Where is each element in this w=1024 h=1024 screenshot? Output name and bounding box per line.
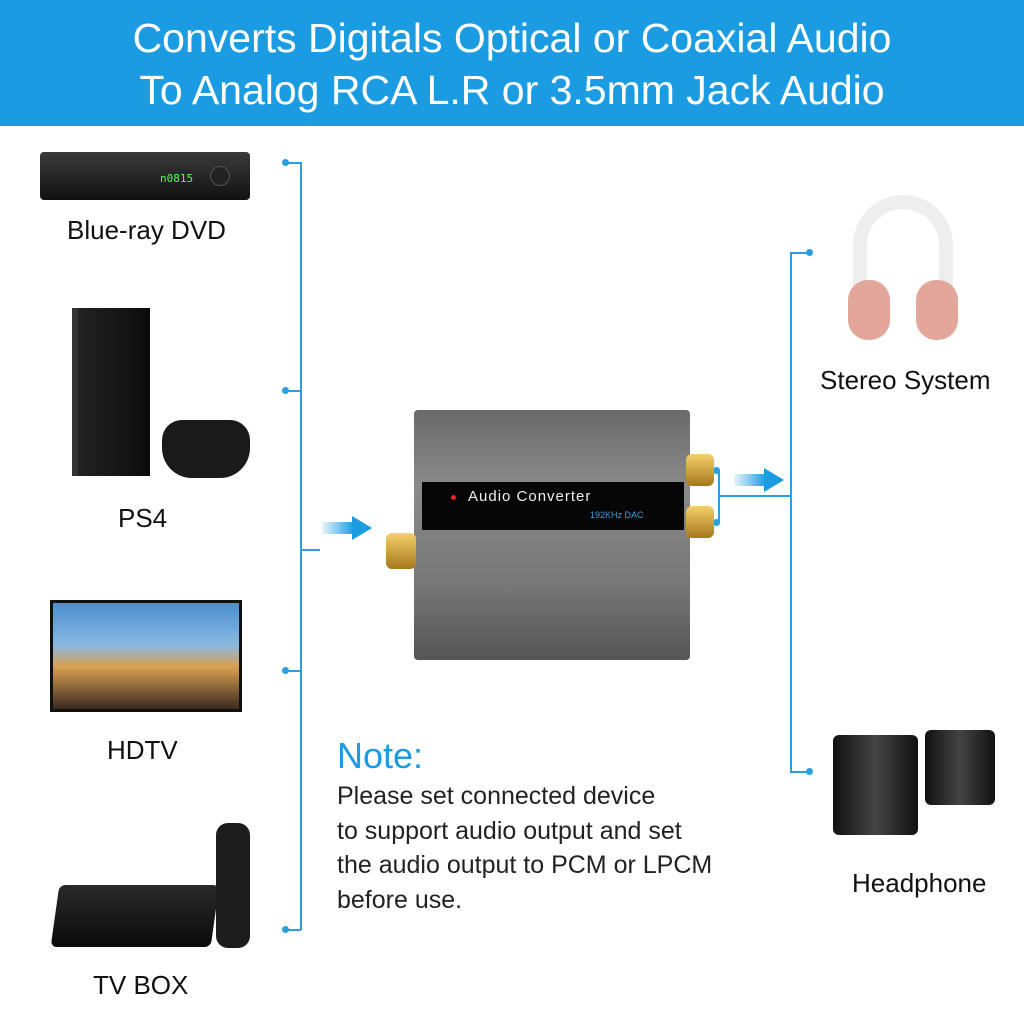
tv-box-icon bbox=[50, 885, 220, 947]
input-label-hdtv: HDTV bbox=[107, 735, 178, 765]
speakers-icon bbox=[833, 730, 1013, 840]
bluray-player-icon: n0815 bbox=[40, 152, 250, 200]
converter-title: Audio Converter bbox=[468, 488, 592, 505]
header-line-1: Converts Digitals Optical or Coaxial Aud… bbox=[132, 15, 892, 61]
output-arrow-icon bbox=[734, 468, 784, 492]
note-line: before use. bbox=[337, 885, 463, 914]
tv-icon bbox=[50, 600, 242, 712]
coaxial-input-jack bbox=[386, 533, 416, 569]
converter-subtitle: 192KHz DAC bbox=[562, 510, 644, 520]
input-label-tvbox: TV BOX bbox=[93, 970, 189, 1000]
headphones-icon bbox=[848, 195, 958, 345]
input-arrow-icon bbox=[322, 516, 372, 540]
power-led-icon bbox=[451, 495, 456, 500]
note-line: the audio output to PCM or LPCM bbox=[337, 851, 713, 879]
rca-right-jack bbox=[686, 506, 714, 538]
note-title: Note: bbox=[337, 735, 424, 776]
note-line: Please set connected device bbox=[337, 782, 656, 810]
note-body: Please set connected device to support a… bbox=[337, 779, 712, 917]
header-line-2: To Analog RCA L.R or 3.5mm Jack Audio bbox=[139, 67, 885, 113]
controller-icon bbox=[162, 420, 250, 478]
audio-converter-device: Audio Converter 192KHz DAC bbox=[414, 410, 690, 660]
input-label-bluray: Blue-ray DVD bbox=[67, 215, 226, 245]
note-line: to support audio output and set bbox=[337, 816, 682, 845]
ps4-console-icon bbox=[72, 308, 150, 476]
remote-icon bbox=[216, 823, 250, 948]
rca-left-jack bbox=[686, 454, 714, 486]
output-label-headphone: Headphone bbox=[852, 868, 987, 898]
header-banner: Converts Digitals Optical or Coaxial Aud… bbox=[0, 0, 1024, 126]
output-label-stereo: Stereo System bbox=[820, 365, 991, 395]
input-label-ps4: PS4 bbox=[118, 503, 168, 533]
